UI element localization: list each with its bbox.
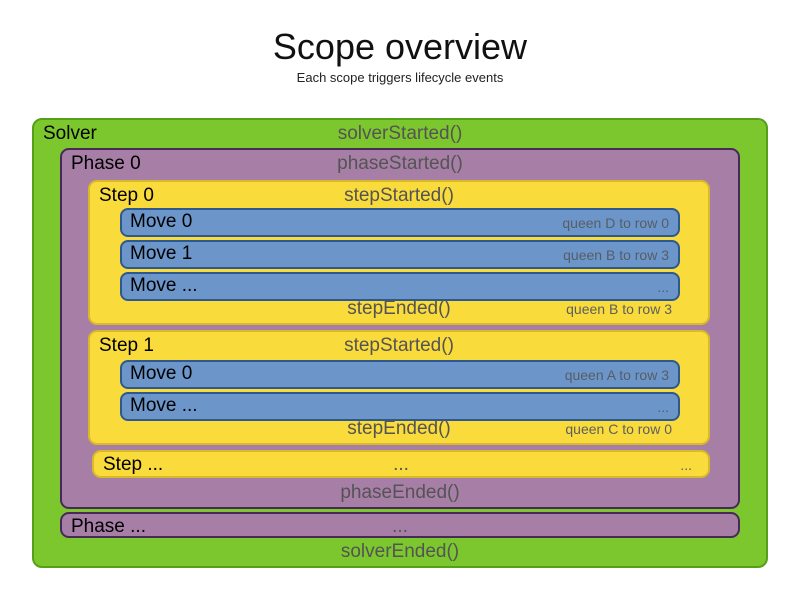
solver-scope-box: Solver solverStarted() Phase 0 phaseStar… (32, 118, 768, 568)
phase0-scope-box: Phase 0 phaseStarted() Step 0 stepStarte… (60, 148, 740, 509)
step1-moves: Move 0 queen A to row 3 Move ... ... (120, 360, 680, 424)
solver-label: Solver (43, 123, 97, 144)
step0-ended-annotation: queen B to row 3 (566, 301, 672, 317)
move-row: Move 1 queen B to row 3 (120, 240, 680, 269)
step-more-right-ellipsis: ... (680, 457, 692, 473)
phase0-header: Phase 0 phaseStarted() (62, 150, 738, 178)
diagram-title: Scope overview (272, 26, 528, 67)
step-more-strip: Step ... ... ... (92, 450, 710, 478)
move-label: Move ... (130, 275, 198, 296)
step1-ended-annotation: queen C to row 0 (565, 421, 672, 437)
move-row: Move ... ... (120, 392, 680, 421)
step0-scope-box: Step 0 stepStarted() Move 0 queen D to r… (88, 180, 710, 325)
phase-more-label: Phase ... (71, 516, 146, 537)
step1-ended-event: stepEnded() (347, 418, 451, 439)
step-more-center-ellipsis: ... (393, 454, 409, 475)
phase0-footer: phaseEnded() (62, 480, 738, 504)
step1-scope-box: Step 1 stepStarted() Move 0 queen A to r… (88, 330, 710, 445)
move-row: Move 0 queen A to row 3 (120, 360, 680, 389)
move-annotation: queen D to row 0 (562, 215, 669, 231)
move-label: Move 1 (130, 243, 193, 264)
solver-header: Solver solverStarted() (34, 120, 766, 148)
move-annotation: ... (657, 399, 669, 415)
move-annotation: queen A to row 3 (564, 367, 669, 383)
move-row: Move 0 queen D to row 0 (120, 208, 680, 237)
step0-header: Step 0 stepStarted() (90, 182, 708, 210)
step0-label: Step 0 (99, 185, 154, 206)
phase-started-event: phaseStarted() (337, 153, 463, 174)
step0-footer: stepEnded() queen B to row 3 (90, 296, 708, 320)
step0-ended-event: stepEnded() (347, 298, 451, 319)
solver-started-event: solverStarted() (337, 123, 463, 144)
move-annotation: queen B to row 3 (563, 247, 669, 263)
step1-footer: stepEnded() queen C to row 0 (90, 416, 708, 440)
step1-header: Step 1 stepStarted() (90, 332, 708, 360)
step0-started-event: stepStarted() (344, 185, 454, 206)
step1-label: Step 1 (99, 335, 154, 356)
step1-started-event: stepStarted() (344, 335, 454, 356)
diagram-subtitle: Each scope triggers lifecycle events (296, 70, 504, 85)
phase-more-center-ellipsis: ... (392, 516, 408, 537)
solver-ended-event: solverEnded() (340, 541, 460, 562)
step-more-label: Step ... (103, 454, 164, 475)
step0-moves: Move 0 queen D to row 0 Move 1 queen B t… (120, 208, 680, 304)
move-annotation: ... (657, 279, 669, 295)
move-label: Move ... (130, 395, 198, 416)
phase0-label: Phase 0 (71, 153, 141, 174)
move-label: Move 0 (130, 363, 193, 384)
move-row: Move ... ... (120, 272, 680, 301)
phase-ended-event: phaseEnded() (340, 482, 460, 503)
phase-more-strip: Phase ... ... (60, 512, 740, 538)
move-label: Move 0 (130, 211, 193, 232)
solver-footer: solverEnded() (34, 539, 766, 563)
